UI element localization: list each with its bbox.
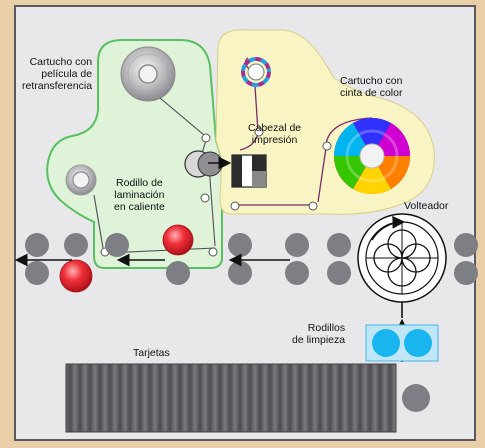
print-head-label: Cabezal de impresión [248,122,302,146]
retransfer-cartridge-label: Cartucho con película de retransferencia [22,56,93,92]
retransfer-film-spool [120,46,176,102]
cards-label: Tarjetas [133,347,170,359]
cleaning-rollers [365,324,439,362]
flipper [357,213,447,303]
heated-lamination-roller [162,224,194,256]
card-feed-roller [402,384,430,412]
flipper-label: Volteador [404,200,449,212]
color-ribbon-spool [333,117,411,195]
color-ribbon-cartridge-label: Cartucho con cinta de color [340,75,403,99]
print-head [184,150,267,188]
heated-pressure-roller [59,259,93,293]
rotation-arrow-icon [371,215,406,241]
card-stack [65,363,397,433]
ribbon-takeup-spool [241,57,271,87]
retransfer-takeup-spool [65,164,97,196]
guide-rollers [100,127,332,257]
cleaning-rollers-label: Rodillos de limpieza [292,322,346,346]
retransfer-panel [46,39,223,269]
transport-rollers [25,233,478,285]
lamination-roller-label: Rodillo de laminación en caliente [114,177,165,213]
